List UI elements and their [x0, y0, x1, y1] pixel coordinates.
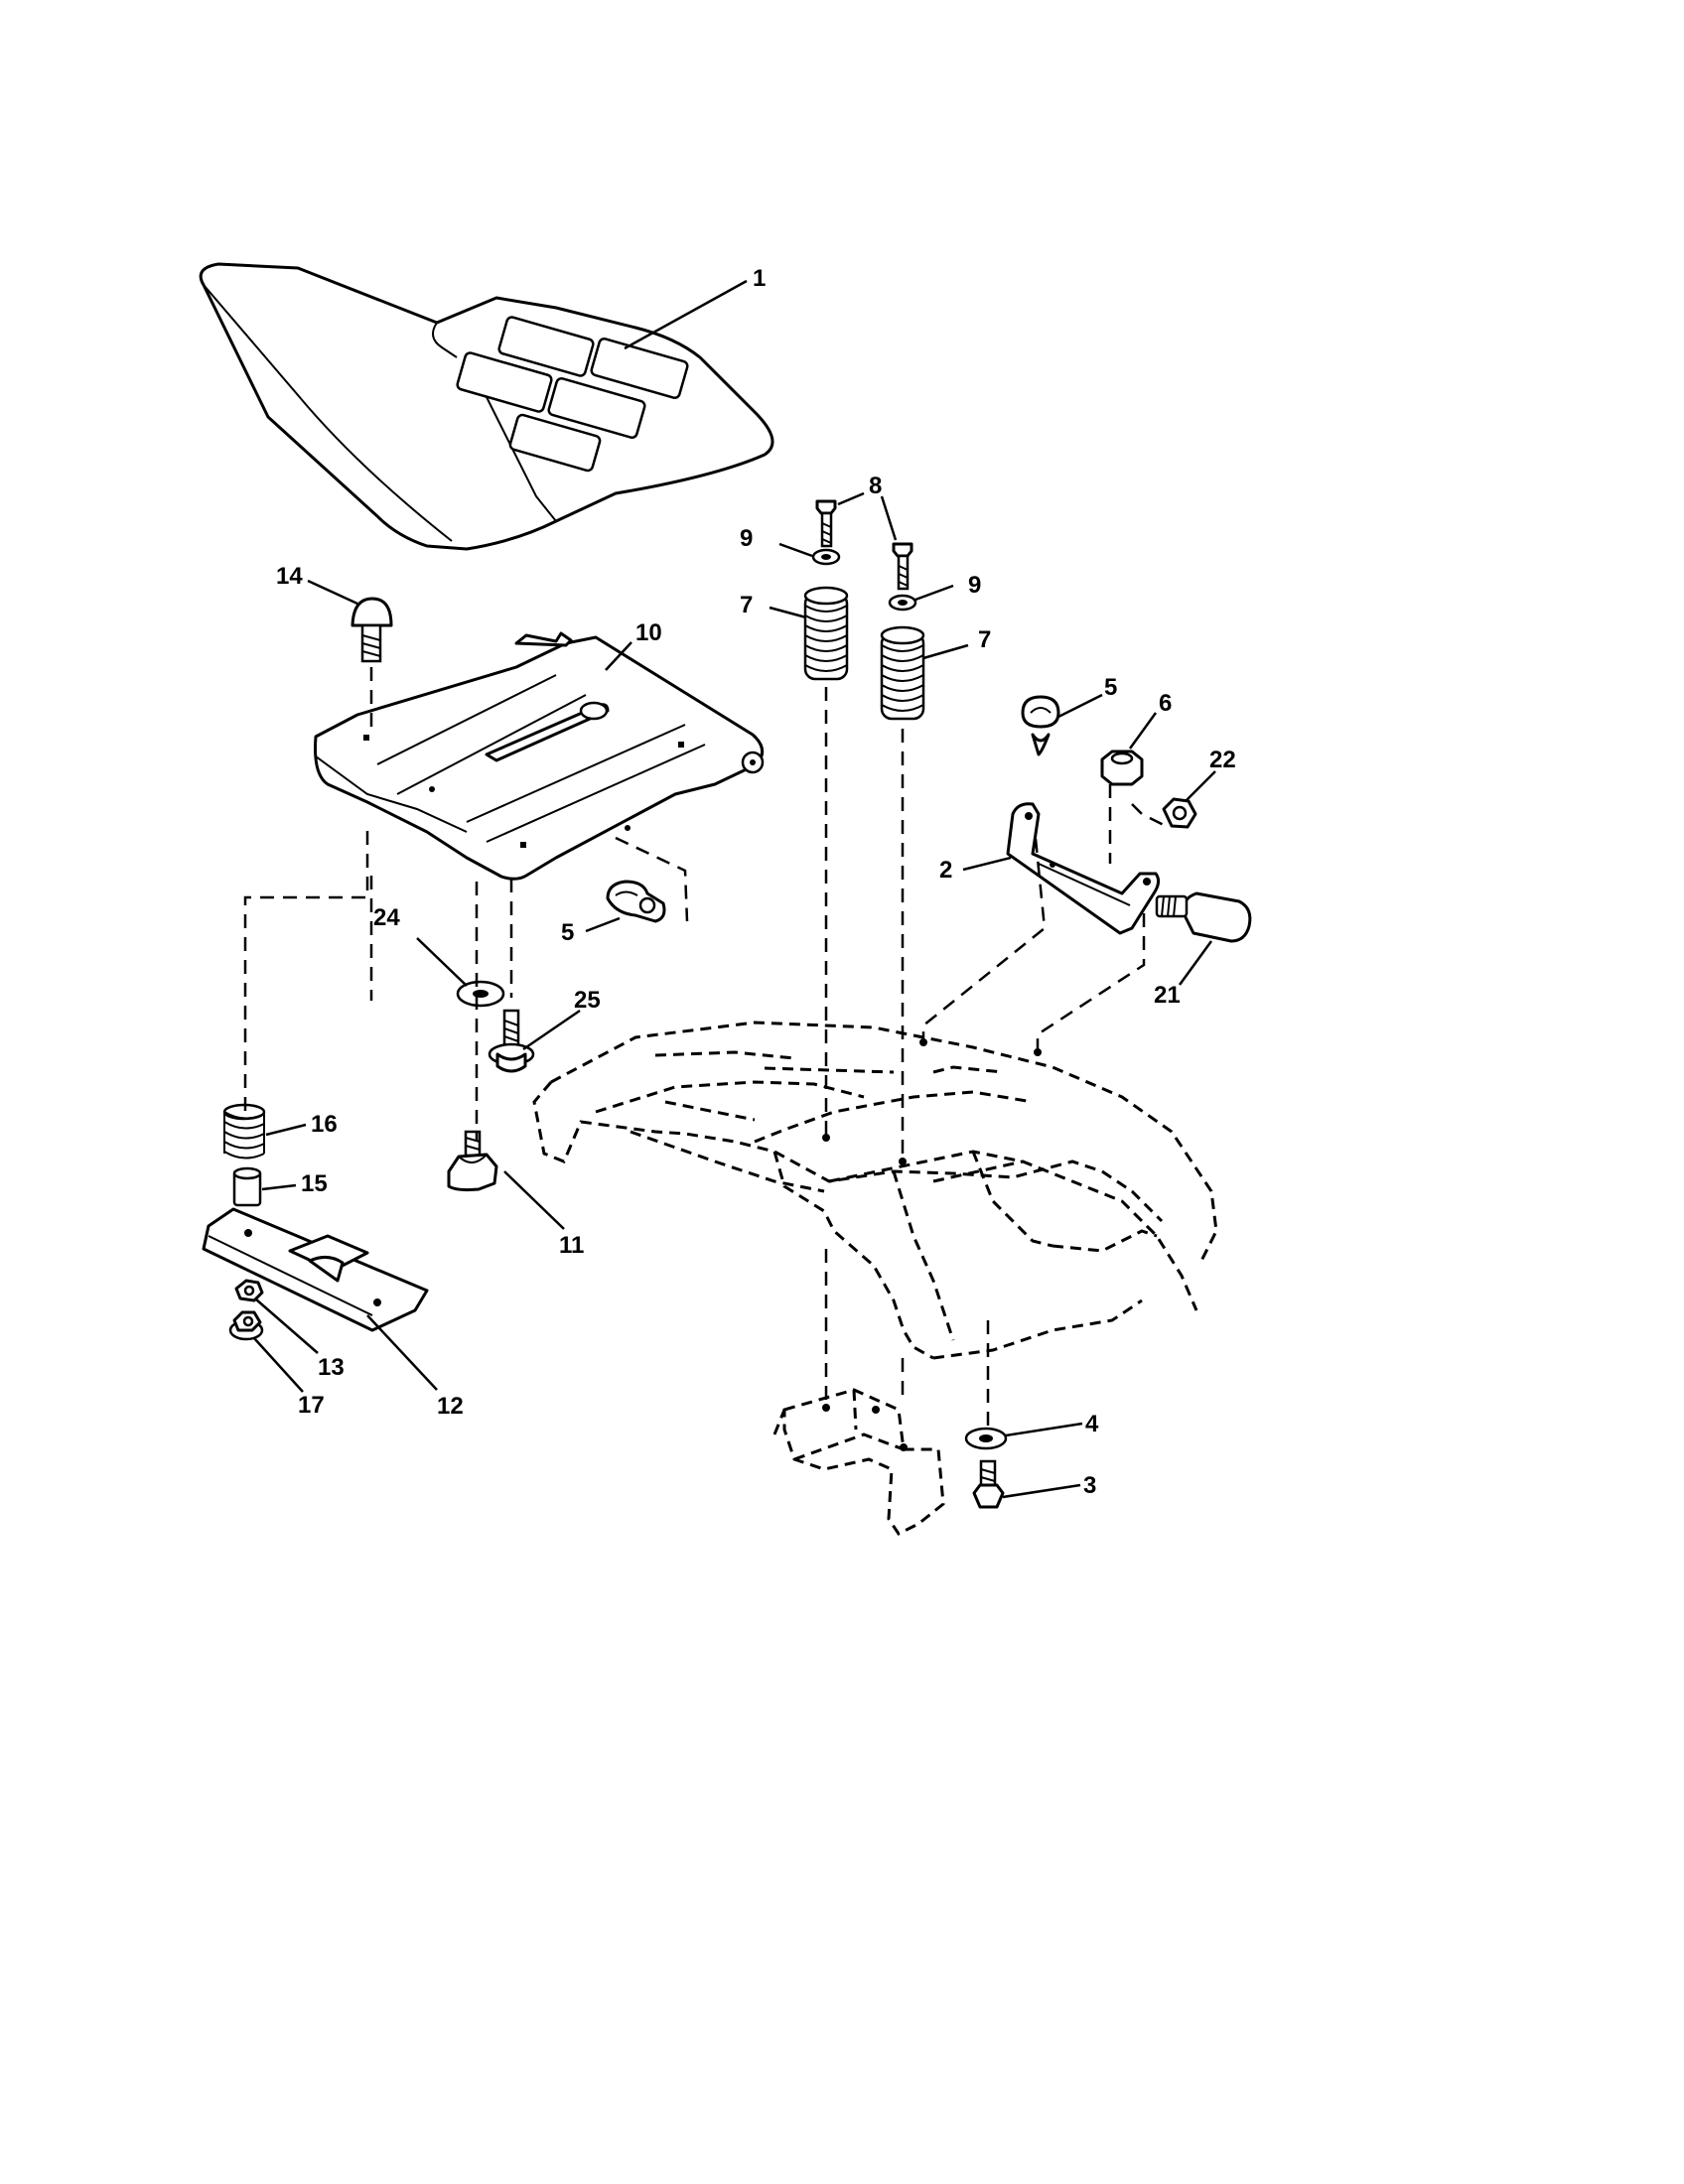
spacer — [232, 1166, 262, 1207]
callout-8: 8 — [869, 473, 882, 499]
callout-11: 11 — [559, 1232, 584, 1259]
callout-3: 3 — [1083, 1472, 1096, 1499]
callout-25: 25 — [574, 987, 601, 1014]
lower-frame-bracket — [772, 1388, 945, 1536]
flange-screw — [488, 1009, 535, 1073]
flat-washer — [456, 980, 505, 1008]
callout-9-right: 9 — [968, 572, 981, 599]
callout-15: 15 — [301, 1170, 328, 1197]
hex-bolt — [972, 1459, 1005, 1509]
seat — [199, 262, 774, 551]
bracket — [1006, 802, 1161, 935]
seat-adjust-knob — [447, 1130, 498, 1192]
callout-24: 24 — [373, 904, 400, 931]
callout-7-left: 7 — [740, 592, 753, 618]
spring-left — [803, 586, 849, 681]
washer-4 — [964, 1427, 1008, 1450]
compression-spring — [222, 1103, 266, 1160]
frame-outline — [532, 1021, 1218, 1360]
callout-6: 6 — [1159, 690, 1172, 717]
callout-7-right: 7 — [978, 626, 991, 653]
callout-16: 16 — [311, 1111, 338, 1138]
seat-pan — [314, 631, 765, 881]
shoulder-bolt — [1155, 891, 1252, 943]
lock-nut — [1162, 797, 1197, 829]
callout-17: 17 — [298, 1392, 325, 1419]
callout-4: 4 — [1085, 1411, 1099, 1437]
callout-13: 13 — [318, 1354, 345, 1381]
flange-nut — [228, 1310, 264, 1341]
spring-bolt-left — [815, 499, 837, 548]
callout-9-left: 9 — [740, 525, 753, 552]
hex-nut — [1100, 750, 1144, 786]
nut-13 — [234, 1279, 264, 1302]
callout-14: 14 — [276, 563, 303, 590]
callout-5-lower: 5 — [561, 919, 574, 946]
callout-10: 10 — [635, 619, 662, 646]
callout-labels: 1 14 10 8 9 9 7 7 5 6 22 2 21 5 24 25 16… — [276, 265, 1236, 1499]
hairpin-clip-upper — [1021, 695, 1060, 756]
callout-1: 1 — [753, 265, 766, 292]
carriage-bolt — [351, 597, 393, 663]
spring-right — [880, 625, 925, 721]
callout-21: 21 — [1154, 982, 1181, 1009]
callout-2: 2 — [939, 857, 952, 884]
callout-5-upper: 5 — [1104, 674, 1117, 701]
spring-bolt-right — [892, 542, 913, 591]
callout-22: 22 — [1209, 747, 1236, 773]
slide-plate — [202, 1207, 429, 1332]
hairpin-clip-lower — [606, 880, 666, 923]
callout-12: 12 — [437, 1393, 464, 1420]
